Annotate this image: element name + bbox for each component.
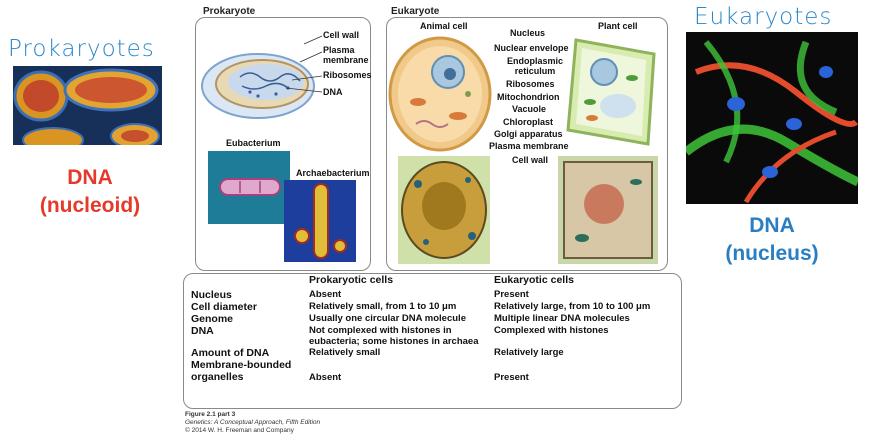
row-header: Cell diameter [191,301,257,313]
archaebacterium-label: Archaebacterium [296,168,370,178]
label-plasma-membrane-euk: Plasma membrane [489,141,569,151]
plant-cell-label: Plant cell [598,21,638,31]
table-cell: Absent [309,372,342,383]
label-cell-wall-euk: Cell wall [512,155,549,165]
table-cell: Present [494,372,529,383]
table-cell: Complexed with histones [494,325,609,336]
dna-nucleoid-caption-line1: DNA [67,166,113,189]
table-cell: Relatively small, from 1 to 10 μm [309,301,457,312]
table-row: DNA Not complexed with histones in eubac… [185,325,673,347]
table-row: Amount of DNA Relatively small Relativel… [185,347,673,359]
table-row: Membrane-bounded organelles Absent Prese… [185,359,673,383]
animal-cell-label: Animal cell [420,21,468,31]
plant-cell-drawing [566,38,656,146]
label-chloroplast: Chloroplast [503,117,554,127]
figure-credit: Figure 2.1 part 3 Genetics: A Conceptual… [185,411,320,435]
comparison-table: Prokaryotic cells Eukaryotic cells Nucle… [185,274,673,383]
table-header-cell: Prokaryotic cells [309,274,394,286]
label-ribosomes-euk: Ribosomes [506,79,555,89]
table-cell: Not complexed with histones in eubacteri… [309,325,479,347]
label-vacuole: Vacuole [512,104,547,114]
comparison-table-panel [183,273,682,409]
label-cell-wall: Cell wall [323,30,360,40]
eubacterium-micrograph [208,151,290,224]
dna-nucleus-caption-line1: DNA [749,214,795,237]
table-row: Genome Usually one circular DNA molecule… [185,313,673,325]
label-dna: DNA [323,87,343,97]
row-header: Genome [191,313,234,325]
animal-cell-micrograph [398,156,490,264]
eubacterium-label: Eubacterium [226,138,281,148]
label-nucleus: Nucleus [510,28,546,38]
label-mitochondrion: Mitochondrion [497,92,560,102]
table-cell: Relatively large [494,347,564,358]
table-cell: Absent [309,289,342,300]
archaebacterium-micrograph [284,180,356,262]
figure-credit-line1: Figure 2.1 part 3 [185,411,236,418]
table-cell: Usually one circular DNA molecule [309,313,466,324]
eukaryotes-handwritten-title: Eukaryotes [694,4,833,30]
dna-nucleus-caption-line2: (nucleus) [725,242,819,265]
row-header: Amount of DNA [191,347,270,359]
label-golgi-apparatus: Golgi apparatus [494,129,563,139]
eukaryote-title: Eukaryote [391,6,440,17]
table-header-row: Prokaryotic cells Eukaryotic cells [185,274,673,289]
figure-credit-line3: © 2014 W. H. Freeman and Company [185,427,294,434]
table-cell: Multiple linear DNA molecules [494,313,630,324]
table-header-cell [185,274,303,289]
prokaryote-micrograph [13,66,162,145]
table-row: Cell diameter Relatively small, from 1 t… [185,301,673,313]
row-header: Membrane-bounded organelles [191,359,292,383]
prokaryote-title: Prokaryote [203,6,256,17]
table-cell: Relatively small [309,347,381,358]
label-nuclear-envelope: Nuclear envelope [494,43,569,53]
label-ribosomes: Ribosomes [323,70,372,80]
table-row: Nucleus Absent Present [185,289,673,301]
table-cell: Relatively large, from 10 to 100 μm [494,301,651,312]
animal-cell-drawing [388,36,492,152]
plant-cell-micrograph [558,156,658,264]
row-header: Nucleus [191,289,232,301]
table-header-cell: Eukaryotic cells [494,274,574,286]
table-cell: Present [494,289,529,300]
eukaryote-fluorescence-micrograph [686,32,858,204]
dna-nucleoid-caption-line2: (nucleoid) [39,194,141,217]
figure-credit-line2: Genetics: A Conceptual Approach, Fifth E… [185,419,321,426]
prokaryote-cell-drawing [201,35,323,119]
prokaryotes-handwritten-title: Prokaryotes [8,36,155,62]
row-header: DNA [191,325,214,337]
